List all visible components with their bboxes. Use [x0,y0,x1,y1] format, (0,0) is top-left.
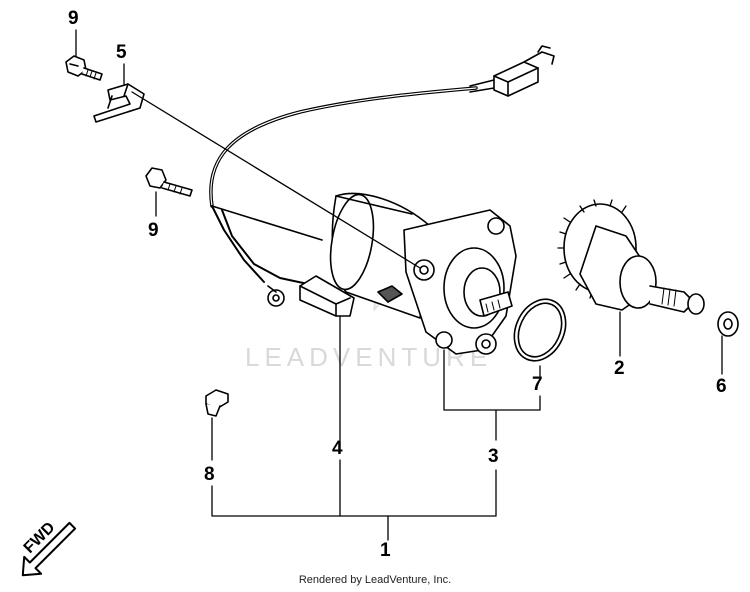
washer-part[interactable] [717,311,739,337]
bolt-left-part[interactable] [145,167,193,197]
callout-3: 3 [488,446,499,467]
starter-motor-part[interactable] [324,191,517,355]
leader-lines [75,29,723,541]
starter-drive-part[interactable] [557,199,705,315]
wire-clamp-part[interactable] [93,83,145,123]
fwd-arrow: FWD [21,519,77,577]
callout-4: 4 [332,438,343,459]
callout-5: 5 [116,42,127,63]
wire-coupler-part[interactable] [493,45,555,97]
wire-harness [209,79,495,285]
callout-9-top: 9 [68,8,79,29]
lead-connector-part[interactable] [299,275,355,317]
screw-part[interactable] [205,389,229,417]
callout-6: 6 [716,376,727,397]
callout-7: 7 [532,374,543,395]
callout-1: 1 [380,540,391,561]
o-ring-part[interactable] [505,291,576,369]
bolt-top-part[interactable] [65,55,103,81]
callout-8: 8 [204,464,215,485]
ring-terminal-part[interactable] [267,285,285,307]
footer-credit: Rendered by LeadVenture, Inc. [298,574,452,586]
callout-9-left: 9 [148,220,159,241]
callout-2: 2 [614,358,625,379]
